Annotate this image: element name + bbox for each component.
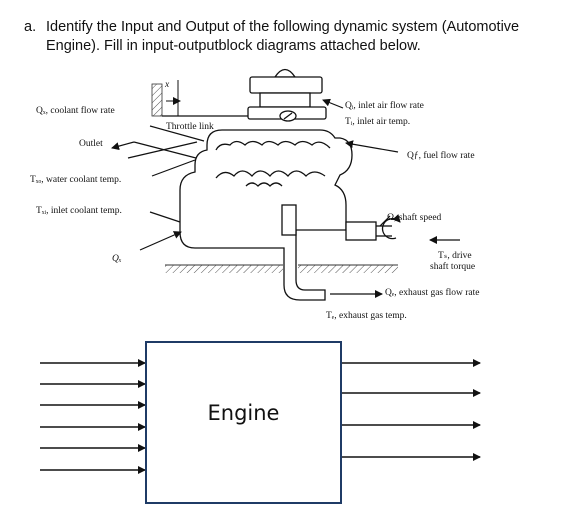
inlet-air-flow-label: Qᵢ, inlet air flow rate bbox=[345, 101, 424, 111]
left-arrows bbox=[111, 125, 205, 251]
x-mark-label: x bbox=[165, 80, 170, 90]
engine-block: Engine bbox=[145, 341, 342, 504]
outlet-label: Outlet bbox=[79, 139, 103, 149]
question-label: a. bbox=[24, 19, 37, 35]
drive-torque-label-2: shaft torque bbox=[430, 262, 476, 272]
inlet-air-temp-label: Tᵢ, inlet air temp. bbox=[345, 117, 411, 127]
question-text: Identify the Input and Output of the fol… bbox=[46, 19, 520, 54]
shaft-speed-label: Ω, shaft speed bbox=[387, 213, 442, 223]
input-arrows bbox=[40, 359, 146, 474]
coolant-flow-label: Qₓ, coolant flow rate bbox=[36, 106, 115, 116]
output-arrows bbox=[342, 359, 481, 461]
exhaust-temp-label: Tₑ, exhaust gas temp. bbox=[326, 311, 407, 321]
throttle-link-label: Throttle link bbox=[166, 122, 214, 132]
right-arrows bbox=[322, 98, 460, 298]
carburetor bbox=[247, 68, 327, 122]
engine-body bbox=[179, 129, 401, 301]
water-coolant-temp-label: Tₓₒ, water coolant temp. bbox=[30, 175, 122, 185]
inlet-coolant-temp-label: Tₓᵢ, inlet coolant temp. bbox=[36, 206, 122, 216]
ground bbox=[165, 264, 398, 273]
qw-bottom-label: Qₓ bbox=[112, 254, 122, 264]
fuel-flow-label: Qƒ, fuel flow rate bbox=[407, 151, 475, 161]
exhaust-flow-label: Qₑ, exhaust gas flow rate bbox=[385, 288, 480, 298]
engine-block-title: Engine bbox=[207, 401, 280, 425]
drive-torque-label-1: Tₛ, drive bbox=[438, 251, 472, 261]
